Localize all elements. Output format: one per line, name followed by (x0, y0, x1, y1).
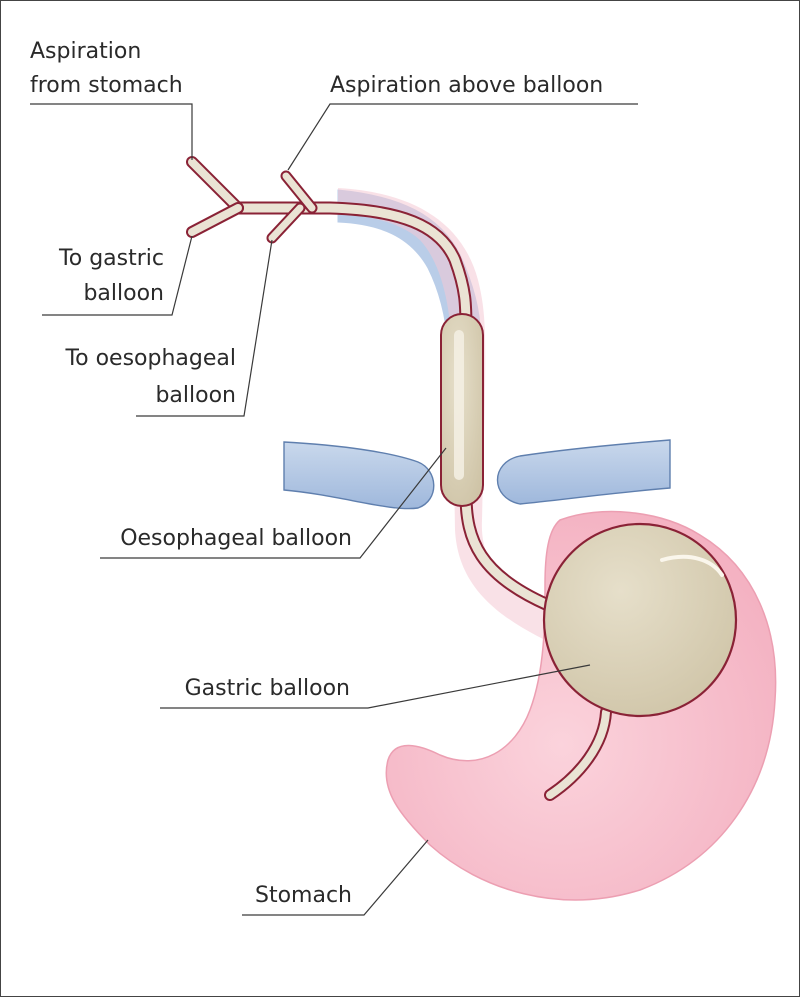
label-stomach: Stomach (255, 883, 352, 908)
leader-lines (30, 103, 638, 916)
diaphragm-left (283, 441, 435, 510)
label-aspiration-from-stomach-1: Aspiration (30, 39, 141, 64)
label-to-gastric-balloon-1: To gastric (58, 246, 164, 271)
gastric-balloon (542, 522, 738, 718)
label-to-gastric-balloon-2: balloon (83, 281, 164, 306)
oesophagus-pink (338, 188, 545, 640)
label-aspiration-above-balloon: Aspiration above balloon (330, 73, 603, 98)
label-gastric-balloon: Gastric balloon (185, 676, 350, 701)
gastric-balloon-highlight (660, 554, 724, 577)
diaphragm-right (496, 439, 671, 505)
label-to-oesophageal-balloon-2: balloon (155, 383, 236, 408)
label-oesophageal-balloon: Oesophageal balloon (120, 526, 352, 551)
label-aspiration-from-stomach-2: from stomach (30, 73, 183, 98)
label-to-oesophageal-balloon-1: To oesophageal (64, 346, 236, 371)
tube-branches (186, 156, 318, 244)
oesophageal-balloon-highlight (454, 330, 464, 480)
